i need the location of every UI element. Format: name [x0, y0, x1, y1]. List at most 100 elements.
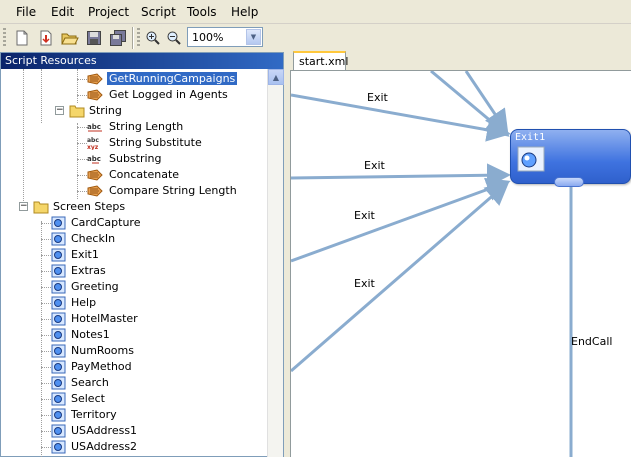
tree-item-label: Get Logged in Agents	[109, 88, 228, 101]
tree-line	[41, 221, 42, 457]
zoom-in-button[interactable]	[143, 28, 163, 48]
tree-line	[41, 223, 51, 224]
tree-item-screen-step[interactable]: CardCapture	[51, 215, 251, 231]
tree-line	[41, 383, 51, 384]
tree-item-label: Notes1	[71, 328, 110, 341]
tree-item-screen-step[interactable]: Exit1	[51, 247, 251, 263]
tree-item-concatenate[interactable]: Concatenate	[87, 167, 267, 183]
tree-item-string-length[interactable]: abc String Length	[87, 119, 267, 135]
zoom-select[interactable]: 100% ▼	[187, 27, 263, 47]
tree-line	[77, 175, 87, 176]
tree-item-label: USAddress2	[71, 440, 138, 453]
menu-script[interactable]: Script	[141, 5, 176, 19]
chevron-down-icon[interactable]: ▼	[246, 29, 261, 45]
screen-step-icon	[51, 440, 66, 454]
tree-item-label: Greeting	[71, 280, 119, 293]
toolbar-grip[interactable]	[3, 28, 6, 48]
save-button[interactable]	[84, 28, 104, 48]
tree-item-screen-step[interactable]: Territory	[51, 407, 251, 423]
tree-item-screen-step[interactable]: Search	[51, 375, 251, 391]
menu-project[interactable]: Project	[88, 5, 130, 19]
connector-exit-1[interactable]	[291, 93, 511, 142]
tree-item-label: Extras	[71, 264, 106, 277]
connector-exit-3[interactable]	[291, 177, 511, 263]
save-all-button[interactable]	[108, 28, 128, 48]
tree-item-string-folder[interactable]: String	[69, 103, 249, 119]
folder-icon	[33, 201, 49, 214]
screen-step-icon	[51, 280, 66, 294]
output-port[interactable]	[554, 177, 584, 187]
screen-step-icon	[51, 248, 66, 262]
folder-icon	[69, 105, 85, 118]
tree-item-label: String Substitute	[109, 136, 202, 149]
campaign-icon	[87, 73, 103, 85]
collapse-toggle[interactable]: −	[55, 105, 64, 115]
tree-line	[77, 191, 87, 192]
abc-icon: abc	[87, 155, 101, 164]
tree-item-label: String	[89, 104, 122, 117]
tree-item-screen-step[interactable]: CheckIn	[51, 231, 251, 247]
script-resources-panel: Script Resources GetRunningCampaigns Get	[0, 52, 284, 457]
screen-step-icon	[51, 424, 66, 438]
screen-step-icon	[51, 264, 66, 278]
abc-icon: abc	[87, 123, 102, 132]
tree-line	[41, 399, 51, 400]
vertical-scrollbar[interactable]: ▲	[267, 69, 284, 457]
connector-exit-4[interactable]	[291, 181, 510, 373]
screen-step-icon	[51, 360, 66, 374]
tree-item-screen-step[interactable]: HotelMaster	[51, 311, 251, 327]
connector-exit-top2[interactable]	[464, 71, 509, 134]
tab-start-xml[interactable]: start.xml	[293, 51, 348, 70]
open-button[interactable]	[60, 28, 80, 48]
menu-help[interactable]: Help	[231, 5, 259, 19]
svg-text:abc: abc	[87, 137, 99, 144]
tree-item-screen-step[interactable]: Help	[51, 295, 251, 311]
tree-item-screen-step[interactable]: NumRooms	[51, 343, 251, 359]
tree-item-screen-step[interactable]: PayMethod	[51, 359, 251, 375]
tree-item-substring[interactable]: abc Substring	[87, 151, 267, 167]
tree-item-get-logged-in-agents[interactable]: Get Logged in Agents	[87, 87, 267, 103]
connector-exit-top[interactable]	[430, 71, 510, 137]
new-file-button[interactable]	[12, 28, 32, 48]
menu-edit[interactable]: Edit	[51, 5, 75, 19]
menu-file[interactable]: File	[16, 5, 37, 19]
edge-label-exit: Exit	[364, 159, 385, 172]
tree-item-screen-step[interactable]: Greeting	[51, 279, 251, 295]
connector-exit-2[interactable]	[291, 163, 511, 188]
new-script-button[interactable]	[36, 28, 56, 48]
zoom-out-button[interactable]	[164, 28, 184, 48]
collapse-toggle[interactable]: −	[19, 201, 28, 211]
panel-splitter[interactable]	[284, 52, 288, 457]
screen-step-icon	[51, 216, 66, 230]
save-disk-icon	[87, 31, 101, 45]
menu-tools[interactable]: Tools	[187, 5, 217, 19]
tree-line	[41, 335, 51, 336]
tree-item-screen-step[interactable]: USAddress2	[51, 439, 251, 455]
tree-item-label: Exit1	[71, 248, 99, 261]
flow-connectors	[291, 71, 573, 457]
tree-item-getrunningcampaigns[interactable]: GetRunningCampaigns	[87, 71, 267, 87]
tree-item-compare-string-length[interactable]: Compare String Length	[87, 183, 267, 199]
compare-icon	[87, 185, 103, 197]
tree-line	[41, 319, 51, 320]
flow-canvas[interactable]: Exit Exit Exit Exit EndCall Exit1	[290, 70, 631, 457]
tree-item-screen-step[interactable]: Notes1	[51, 327, 251, 343]
tree-item-screen-step[interactable]: Select	[51, 391, 251, 407]
edge-label-exit: Exit	[354, 277, 375, 290]
tree-line	[41, 271, 51, 272]
tree-line	[41, 239, 51, 240]
tree-line	[41, 447, 51, 448]
tree-item-screen-steps-folder[interactable]: Screen Steps	[33, 199, 213, 215]
tree-item-screen-step[interactable]: Extras	[51, 263, 251, 279]
zoom-in-icon	[146, 31, 160, 45]
tree-item-screen-step[interactable]: USAddress1	[51, 423, 251, 439]
toolbar	[0, 24, 631, 51]
menu-bar: File Edit Project Script Tools Help	[0, 0, 631, 24]
toolbar-grip[interactable]	[137, 28, 140, 48]
scroll-up-icon[interactable]: ▲	[268, 69, 284, 85]
exit1-step-node[interactable]: Exit1	[510, 129, 631, 187]
tree-line	[41, 415, 51, 416]
zoom-value: 100%	[192, 31, 224, 44]
campaign-icon	[87, 89, 103, 101]
